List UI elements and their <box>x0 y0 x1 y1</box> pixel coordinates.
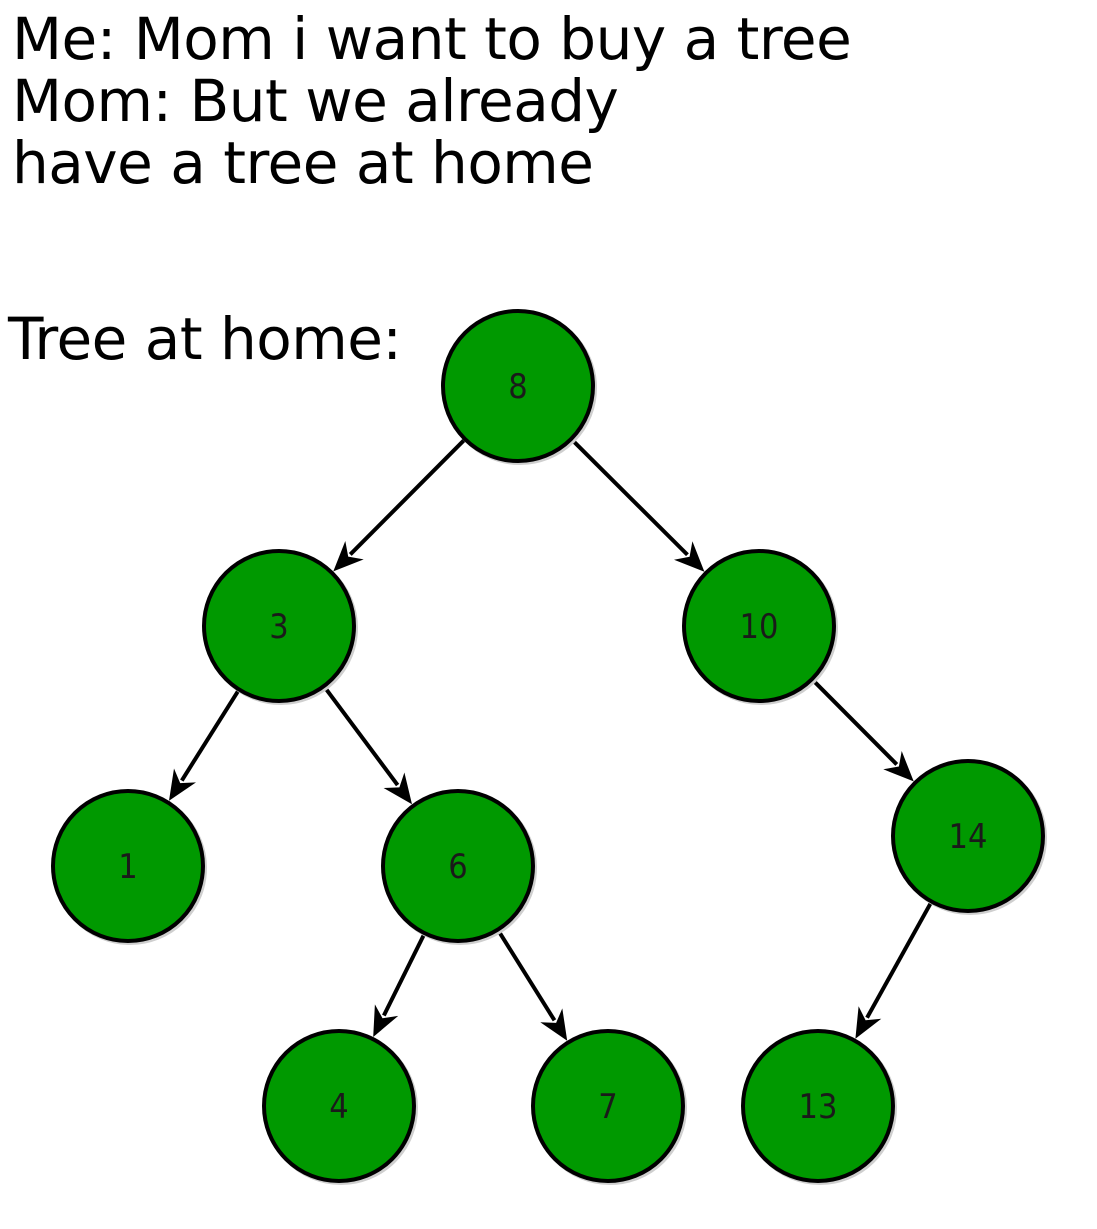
edge-6-to-4 <box>373 934 426 1037</box>
node-circle <box>381 789 535 943</box>
node-label: 6 <box>448 847 467 887</box>
caption-line-1: Me: Mom i want to buy a tree <box>12 5 852 73</box>
arrowhead <box>383 772 412 805</box>
node-label: 3 <box>269 607 288 647</box>
node-label: 13 <box>799 1087 838 1127</box>
tree-node-6: 6 <box>381 789 537 945</box>
tree-node-3: 3 <box>202 549 358 705</box>
arrowhead <box>540 1008 568 1041</box>
edge-8-to-3 <box>333 439 466 572</box>
tree-node-7: 7 <box>531 1029 687 1185</box>
node-circle <box>262 1029 416 1183</box>
edge-line <box>323 686 400 787</box>
edge-3-to-1 <box>169 690 240 801</box>
edge-line <box>865 902 933 1019</box>
meme-caption: Me: Mom i want to buy a tree Mom: But we… <box>12 5 852 197</box>
edge-line <box>811 679 899 766</box>
node-circle <box>51 789 205 943</box>
tree-node-10: 10 <box>682 549 838 705</box>
edge-line <box>348 439 466 556</box>
nodes-layer: 8 3 10 1 6 14 4 7 13 <box>51 309 1047 1185</box>
tree-node-1: 1 <box>51 789 207 945</box>
edge-line <box>497 930 557 1022</box>
node-circle <box>441 309 595 463</box>
edge-14-to-13 <box>855 902 933 1039</box>
arrowhead <box>674 541 705 572</box>
tree-node-14: 14 <box>891 759 1047 915</box>
arrowhead <box>883 751 914 782</box>
edge-line <box>382 934 426 1017</box>
node-circle <box>531 1029 685 1183</box>
edge-3-to-6 <box>323 686 412 805</box>
edge-10-to-14 <box>811 679 914 782</box>
tree-label: Tree at home: <box>8 305 402 373</box>
arrowhead <box>333 541 364 572</box>
edge-line <box>180 690 240 782</box>
node-circle <box>682 549 836 703</box>
edge-8-to-10 <box>571 438 705 572</box>
node-circle <box>891 759 1045 913</box>
caption-line-3: have a tree at home <box>12 129 594 197</box>
edges-layer <box>169 438 933 1041</box>
node-label: 4 <box>329 1087 348 1127</box>
node-circle <box>741 1029 895 1183</box>
arrowhead <box>169 768 196 801</box>
arrowhead <box>373 1004 399 1037</box>
node-label: 1 <box>118 847 137 887</box>
tree-node-13: 13 <box>741 1029 897 1185</box>
edge-line <box>571 438 689 557</box>
arrowhead <box>855 1006 882 1039</box>
tree-node-4: 4 <box>262 1029 418 1185</box>
node-label: 14 <box>949 817 988 857</box>
node-circle <box>202 549 356 703</box>
caption-line-2: Mom: But we already <box>12 67 619 135</box>
node-label: 7 <box>598 1087 617 1127</box>
node-label: 8 <box>508 367 527 407</box>
tree-node-8: 8 <box>441 309 597 465</box>
edge-6-to-7 <box>497 930 568 1041</box>
node-label: 10 <box>740 607 779 647</box>
